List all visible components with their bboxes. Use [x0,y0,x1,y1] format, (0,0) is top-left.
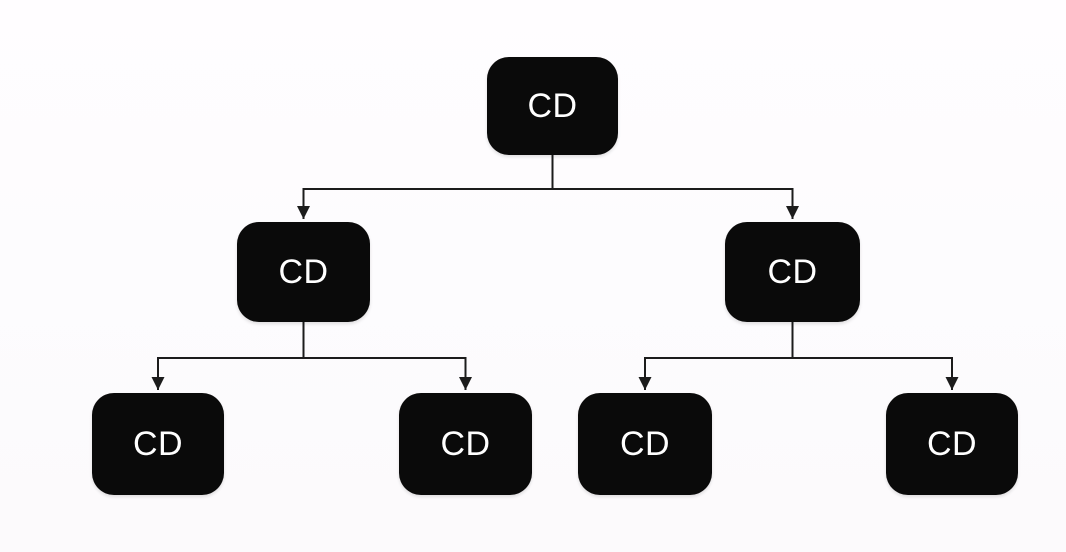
edge-root-to-left [297,188,553,219]
edge-right-to-leaf4 [792,357,959,390]
tree-node-leaf-3[interactable]: CD [578,393,712,495]
tree-node-child-right[interactable]: CD [725,222,860,322]
edge-right-to-leaf3 [638,357,793,390]
tree-node-leaf-1[interactable]: CD [92,393,224,495]
tree-node-root[interactable]: CD [487,57,618,155]
edge-left-to-leaf1 [151,357,304,390]
tree-node-leaf-2[interactable]: CD [399,393,532,495]
tree-node-child-left[interactable]: CD [237,222,370,322]
edge-left-to-leaf2 [303,357,472,390]
tree-node-leaf-4[interactable]: CD [886,393,1018,495]
edge-root-to-right [552,188,799,219]
